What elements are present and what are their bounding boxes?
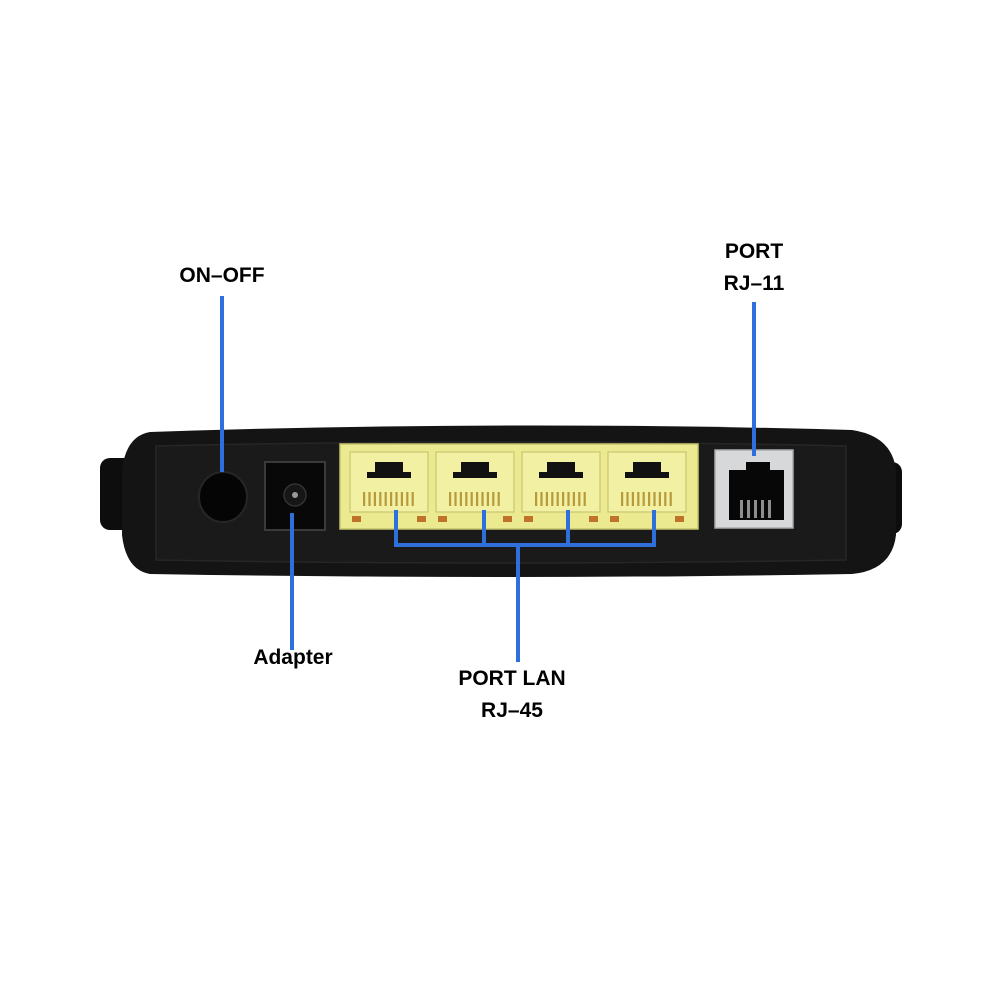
lan-port-led [503, 516, 512, 522]
lan-port-contact [637, 492, 640, 506]
lan-port-contact [454, 492, 457, 506]
lan-port-contact [492, 492, 495, 506]
leader-lines [220, 296, 756, 662]
lan-port-contact [411, 492, 414, 506]
lan-port-contact [470, 492, 473, 506]
lan-port-contact [642, 492, 645, 506]
lan-label-line-2: RJ–45 [481, 699, 543, 722]
lan-port-contact [379, 492, 382, 506]
lan-port-contact [562, 492, 565, 506]
rj11-label-line-2: RJ–11 [723, 272, 785, 295]
lan-port [349, 451, 429, 522]
lan-port-contact [406, 492, 409, 506]
lan-port-contact [449, 492, 452, 506]
lan-port-led [438, 516, 447, 522]
lan-port-contact [551, 492, 554, 506]
lan-port-contact [578, 492, 581, 506]
lan-port-contact [540, 492, 543, 506]
lan-label: PORT LAN RJ–45 [432, 663, 592, 727]
lan-port-contact [486, 492, 489, 506]
lan-port-latch-opening [539, 462, 583, 478]
lan-port-frame [435, 451, 515, 513]
lan-port-contact [373, 492, 376, 506]
lan-port-contact [631, 492, 634, 506]
lan-port-contact [626, 492, 629, 506]
lan-port-contact [368, 492, 371, 506]
lan-ports [349, 451, 687, 522]
power-button [198, 471, 248, 523]
rj11-label-line-1: PORT [724, 240, 784, 263]
lan-port-contact [621, 492, 624, 506]
lan-port-contact [648, 492, 651, 506]
lan-port-led [610, 516, 619, 522]
lan-port-contact [459, 492, 462, 506]
lan-port-contact [384, 492, 387, 506]
lan-port-contact [363, 492, 366, 506]
lan-port-frame [607, 451, 687, 513]
lan-port-contact [497, 492, 500, 506]
adapter-jack-pin [292, 492, 298, 498]
lan-port [521, 451, 601, 522]
lan-port-led [352, 516, 361, 522]
lan-port-led [417, 516, 426, 522]
lan-port-contact [669, 492, 672, 506]
lan-port-contact [658, 492, 661, 506]
lan-port-contact [572, 492, 575, 506]
lan-port-contact [583, 492, 586, 506]
lan-port-frame [521, 451, 601, 513]
adapter-label: Adapter [253, 646, 333, 669]
lan-port-contact [653, 492, 656, 506]
lan-port-contact [556, 492, 559, 506]
rj11-label: PORT RJ–11 [694, 236, 814, 300]
lan-port-contact [395, 492, 398, 506]
lan-port [435, 451, 515, 522]
rj11-port-contacts [740, 500, 771, 518]
lan-port-contact [545, 492, 548, 506]
lan-label-line-1: PORT LAN [458, 667, 566, 690]
lan-port-contact [481, 492, 484, 506]
lan-leader-bracket [394, 510, 656, 662]
lan-port-led [524, 516, 533, 522]
on-off-label: ON–OFF [179, 264, 265, 287]
lan-port-led [675, 516, 684, 522]
lan-port-latch-opening [367, 462, 411, 478]
lan-port-contact [465, 492, 468, 506]
lan-port-latch-opening [453, 462, 497, 478]
lan-port-contact [476, 492, 479, 506]
lan-port-contact [567, 492, 570, 506]
lan-port-latch-opening [625, 462, 669, 478]
lan-port-contact [390, 492, 393, 506]
lan-port-led [589, 516, 598, 522]
lan-port-contact [400, 492, 403, 506]
lan-port-contact [664, 492, 667, 506]
lan-port-frame [349, 451, 429, 513]
lan-port-contact [535, 492, 538, 506]
lan-port [607, 451, 687, 522]
